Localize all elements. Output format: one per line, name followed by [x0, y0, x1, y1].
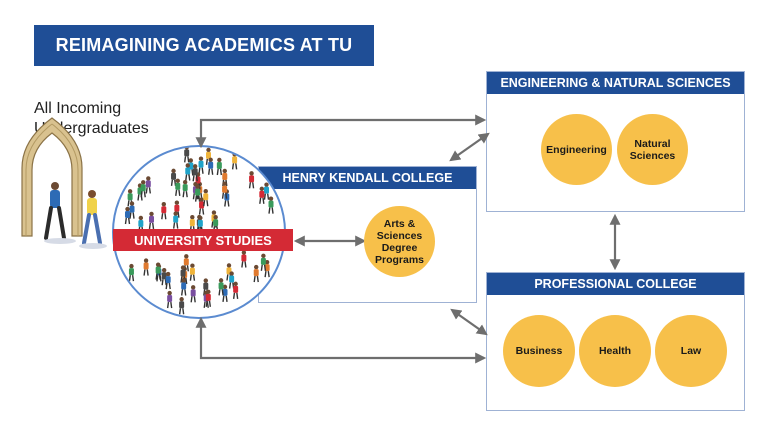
incoming-line-1: All Incoming — [34, 100, 122, 117]
crowd-person-icon — [263, 182, 270, 200]
incoming-undergraduates-label: All Incoming Undergraduates — [34, 99, 174, 139]
crowd-person-icon — [222, 284, 228, 302]
crowd-person-icon — [124, 206, 131, 225]
crowd-person-icon — [143, 258, 149, 276]
health-bubble: Health — [579, 315, 651, 387]
crowd-person-icon — [221, 181, 228, 199]
engineering-bubble: Engineering — [541, 114, 612, 185]
crowd-person-icon — [205, 289, 212, 307]
arts-line-3: Degree — [381, 241, 418, 254]
crowd-person-icon — [180, 278, 187, 296]
engineering-college-title: ENGINEERING & NATURAL SCIENCES — [487, 72, 744, 94]
arts-line-4: Programs — [374, 253, 425, 266]
crowd-person-icon — [165, 271, 171, 290]
crowd-person-icon — [175, 178, 181, 196]
arrow-hkc-to-engineering — [449, 132, 490, 162]
crowd-person-icon — [268, 196, 274, 214]
professional-college-title: PROFESSIONAL COLLEGE — [487, 273, 744, 295]
crowd-person-icon — [207, 157, 214, 175]
university-studies-label: UNIVERSITY STUDIES — [113, 229, 293, 251]
crowd-person-icon — [172, 211, 179, 229]
crowd-person-icon — [218, 278, 224, 296]
crowd-person-icon — [170, 168, 177, 186]
crowd-person-icon — [198, 197, 205, 215]
crowd-person-icon — [260, 253, 267, 271]
crowd-person-icon — [203, 189, 209, 207]
crowd-person-icon — [161, 267, 167, 286]
crowd-person-icon — [259, 186, 265, 204]
crowd-person-icon — [253, 264, 259, 283]
crowd-person-icon — [248, 171, 255, 189]
page-title: REIMAGINING ACADEMICS AT TU — [34, 25, 374, 66]
henry-kendall-college-box: HENRY KENDALL COLLEGE — [258, 166, 477, 303]
crowd-person-icon — [140, 180, 146, 198]
henry-kendall-college-title: HENRY KENDALL COLLEGE — [259, 167, 476, 189]
crowd-person-icon — [128, 263, 135, 282]
crowd-person-icon — [161, 202, 167, 220]
business-bubble: Business — [503, 315, 575, 387]
engineering-label: Engineering — [546, 143, 607, 156]
crowd-person-icon — [145, 176, 151, 194]
crowd-person-icon — [129, 201, 135, 219]
crowd-person-icon — [194, 184, 201, 202]
crowd-person-icon — [241, 250, 247, 268]
health-label: Health — [598, 345, 632, 357]
crowd-person-icon — [155, 262, 161, 280]
crowd-person-icon — [148, 211, 155, 230]
arts-line-2: Sciences — [376, 229, 423, 242]
arrow-hkc-to-professional — [450, 308, 488, 336]
business-label: Business — [515, 345, 563, 357]
gateway-arch-icon — [21, 117, 83, 237]
crowd-person-icon — [183, 254, 190, 272]
law-bubble: Law — [655, 315, 727, 387]
crowd-person-icon — [182, 179, 188, 198]
engineering-college-box: ENGINEERING & NATURAL SCIENCES — [486, 71, 745, 212]
crowd-person-icon — [189, 263, 196, 281]
crowd-person-icon — [178, 297, 185, 315]
natural-sciences-bubble: Natural Sciences — [617, 114, 688, 185]
crowd-person-icon — [166, 290, 173, 309]
arrow-top-loop — [195, 114, 487, 149]
crowd-person-icon — [185, 163, 191, 181]
flow-arrows — [195, 114, 621, 364]
crowd-person-icon — [192, 164, 198, 182]
crowd-person-icon — [232, 281, 239, 299]
crowd-person-icon — [190, 285, 196, 303]
walking-students-icon — [44, 182, 107, 249]
arrow-bottom-loop — [195, 316, 487, 364]
natural-sciences-line-2: Sciences — [629, 149, 676, 162]
crowd-person-icon — [216, 157, 223, 176]
law-label: Law — [680, 345, 702, 357]
arts-sciences-bubble: Arts & Sciences Degree Programs — [364, 206, 435, 277]
arts-line-1: Arts & — [383, 217, 416, 230]
natural-sciences-line-1: Natural — [634, 137, 671, 150]
